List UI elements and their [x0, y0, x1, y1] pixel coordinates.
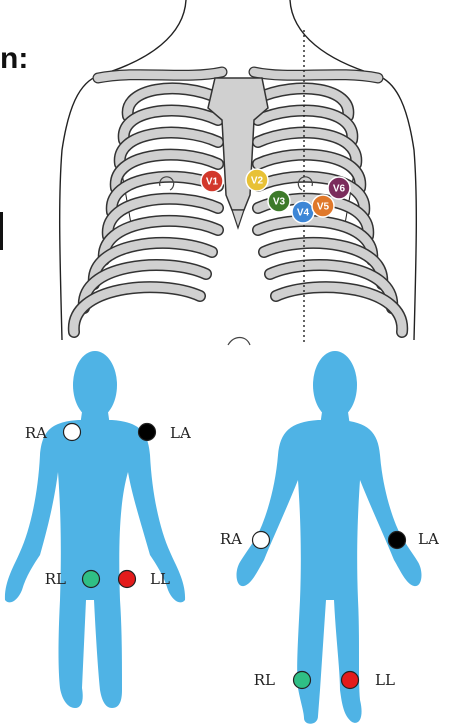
right-clavicle — [254, 72, 378, 78]
electrode-label: V1 — [206, 177, 219, 188]
electrode-v4: V4 — [292, 201, 314, 223]
label-ll: LL — [375, 671, 395, 689]
limb-lead-figure-standard: RA LA RL LL — [5, 351, 191, 708]
electrode-label: V6 — [333, 184, 346, 195]
cut-off-heading: n: — [0, 42, 28, 75]
xiphoid-process — [232, 210, 244, 228]
label-la: LA — [170, 424, 191, 442]
label-rl: RL — [254, 671, 275, 689]
electrode-v6: V6 — [328, 177, 350, 199]
electrode-v5: V5 — [312, 195, 334, 217]
electrode-label: V4 — [297, 208, 310, 219]
electrode-la — [139, 424, 156, 441]
electrode-label: V3 — [273, 197, 286, 208]
label-ra: RA — [220, 530, 242, 548]
electrode-v1: V1 — [201, 170, 223, 192]
left-clavicle — [98, 72, 222, 78]
label-la: LA — [418, 530, 439, 548]
cut-off-text-fragment — [0, 212, 3, 250]
electrode-rl — [294, 672, 311, 689]
label-ra: RA — [25, 424, 47, 442]
limb-lead-figure-wrist-ankle: RA LA RL LL — [220, 351, 439, 724]
head — [73, 351, 117, 419]
left-ribs — [74, 88, 218, 332]
navel — [228, 338, 250, 346]
electrode-ll — [119, 571, 136, 588]
head — [313, 351, 357, 419]
electrode-v2: V2 — [246, 169, 268, 191]
electrode-rl — [83, 571, 100, 588]
electrode-label: V2 — [251, 176, 264, 187]
electrode-label: V5 — [317, 202, 330, 213]
label-ll: LL — [150, 570, 170, 588]
label-rl: RL — [45, 570, 66, 588]
electrode-la — [389, 532, 406, 549]
electrode-ra — [253, 532, 270, 549]
electrode-v3: V3 — [268, 190, 290, 212]
electrode-ra — [64, 424, 81, 441]
body — [5, 420, 185, 708]
electrode-ll — [342, 672, 359, 689]
